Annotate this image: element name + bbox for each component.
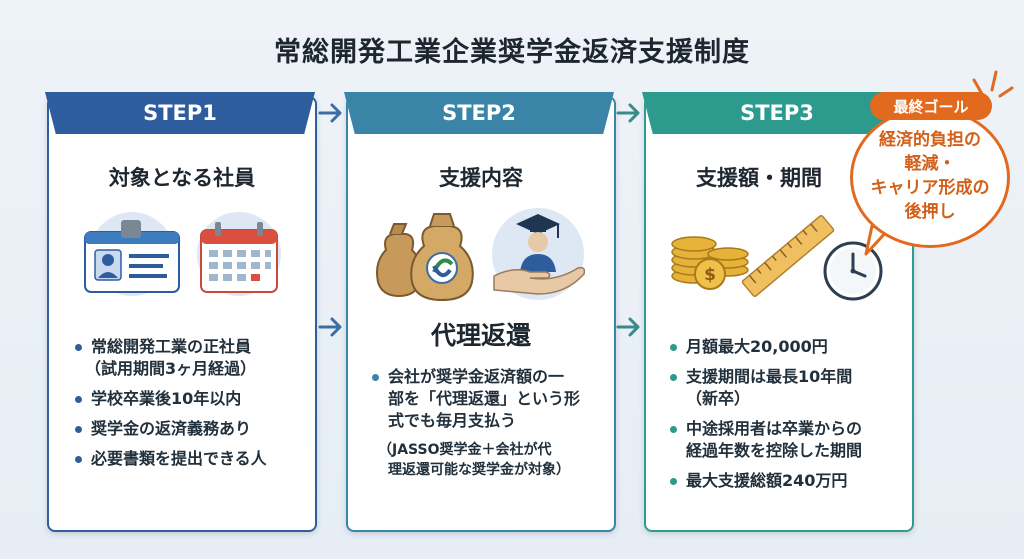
list-item: 奨学金の返済義務あり [73, 418, 309, 440]
list-item: 学校卒業後10年以内 [73, 388, 309, 410]
step2-bullets: 会社が奨学金返済額の一部を「代理返還」という形式でも毎月支払う [370, 366, 606, 440]
page-title: 常総開発工業企業奨学金返済支援制度 [274, 37, 750, 68]
step1-bullets: 常総開発工業の正社員（試用期間3ヶ月経過） 学校卒業後10年以内 奨学金の返済義… [73, 336, 309, 478]
calendar-icon [197, 212, 281, 296]
step2-banner: STEP2 [344, 92, 614, 134]
list-item: 会社が奨学金返済額の一部を「代理返還」という形式でも毎月支払う [370, 366, 606, 432]
step2-note: （JASSO奨学金＋会社が代 理返還可能な奨学金が対象） [378, 442, 570, 478]
money-bag-icon [376, 213, 474, 302]
coins-icon: $ [671, 236, 749, 290]
step3-banner: STEP3 [642, 92, 912, 134]
step2-heading: 支援内容 [439, 166, 523, 190]
arrow-right-icon [318, 103, 342, 123]
goal-bubble [850, 107, 1010, 248]
ruler-icon [741, 214, 835, 298]
clock-icon [823, 241, 883, 301]
list-item: 常総開発工業の正社員（試用期間3ヶ月経過） [73, 336, 309, 380]
list-item: 中途採用者は卒業からの経過年数を控除した期間 [668, 418, 908, 462]
step1-card: 対象となる社員 常総開発工業の正社員（試用期間3ヶ月経過） 学校卒業後10年以内… [47, 96, 317, 532]
step2-card: 支援内容 代理返還 会社が奨学金返済額の一部を「代理返還」という形式でも毎月支払… [346, 96, 616, 532]
list-item: 支援期間は最長10年間（新卒） [668, 366, 908, 410]
graduate-hand-icon [492, 208, 586, 300]
step1-banner: STEP1 [45, 92, 315, 134]
step1-heading: 対象となる社員 [108, 166, 256, 190]
arrow-right-icon [616, 103, 640, 123]
list-item: 月額最大20,000円 [668, 336, 908, 358]
goal-text: 経済的負担の 軽減・ キャリア形成の 後押し [870, 130, 990, 222]
id-card-icon [84, 212, 180, 296]
list-item: 最大支援総額240万円 [668, 470, 908, 492]
step2-subheading: 代理返還 [430, 321, 531, 350]
sparkle-icon [972, 70, 1014, 98]
arrow-right-icon [616, 317, 640, 337]
svg-text:$: $ [704, 265, 716, 285]
goal-tag: 最終ゴール [870, 92, 992, 120]
step3-bullets: 月額最大20,000円 支援期間は最長10年間（新卒） 中途採用者は卒業からの経… [668, 336, 908, 500]
step3-heading: 支援額・期間 [696, 166, 822, 190]
arrow-right-icon [318, 317, 342, 337]
list-item: 必要書類を提出できる人 [73, 448, 309, 470]
